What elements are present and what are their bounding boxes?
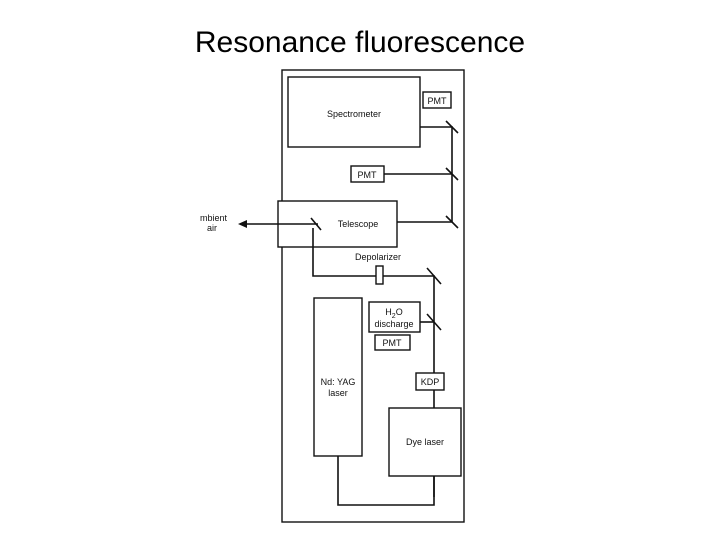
pmt-top-label: PMT — [428, 96, 448, 106]
pmt-lower-label: PMT — [383, 338, 403, 348]
ambient-air-arrowhead — [238, 220, 247, 228]
slide-title: Resonance fluorescence — [194, 26, 526, 59]
ambient-air-label-line1: mbient — [200, 213, 228, 223]
h2o-o: O — [396, 307, 403, 317]
kdp-label: KDP — [421, 377, 440, 387]
mirror-lower-right — [426, 267, 442, 285]
pmt-lower-box — [374, 334, 411, 351]
depolarizer-label: Depolarizer — [355, 252, 401, 262]
pmt-middle-label: PMT — [358, 170, 378, 180]
ndyag-label-line1: Nd: YAG — [321, 377, 356, 387]
mirror-upper — [445, 120, 459, 134]
h2o-subscript: 2 — [392, 313, 396, 320]
dye-laser-label: Dye laser — [406, 437, 444, 447]
dye-laser-box — [388, 407, 462, 477]
mirror-telescope — [445, 215, 459, 229]
pmt-top-box — [422, 91, 452, 109]
kdp-box — [415, 372, 445, 391]
ndyag-label-line2: laser — [328, 388, 348, 398]
h2o-discharge-label-line1: H2O — [385, 307, 402, 320]
h2o-discharge-label-line2: discharge — [374, 319, 413, 329]
depolarizer-element — [375, 265, 384, 285]
h2o-h: H — [385, 307, 392, 317]
spectrometer-box — [287, 76, 421, 148]
ambient-air-label-line2: air — [207, 223, 217, 233]
mirror-telescope-inner — [310, 217, 322, 231]
h2o-discharge-box — [368, 301, 421, 333]
spectrometer-label: Spectrometer — [327, 109, 381, 119]
telescope-label: Telescope — [338, 219, 379, 229]
mirror-middle — [445, 167, 459, 181]
pump-beam-path — [337, 456, 435, 506]
ndyag-laser-box — [313, 297, 363, 457]
